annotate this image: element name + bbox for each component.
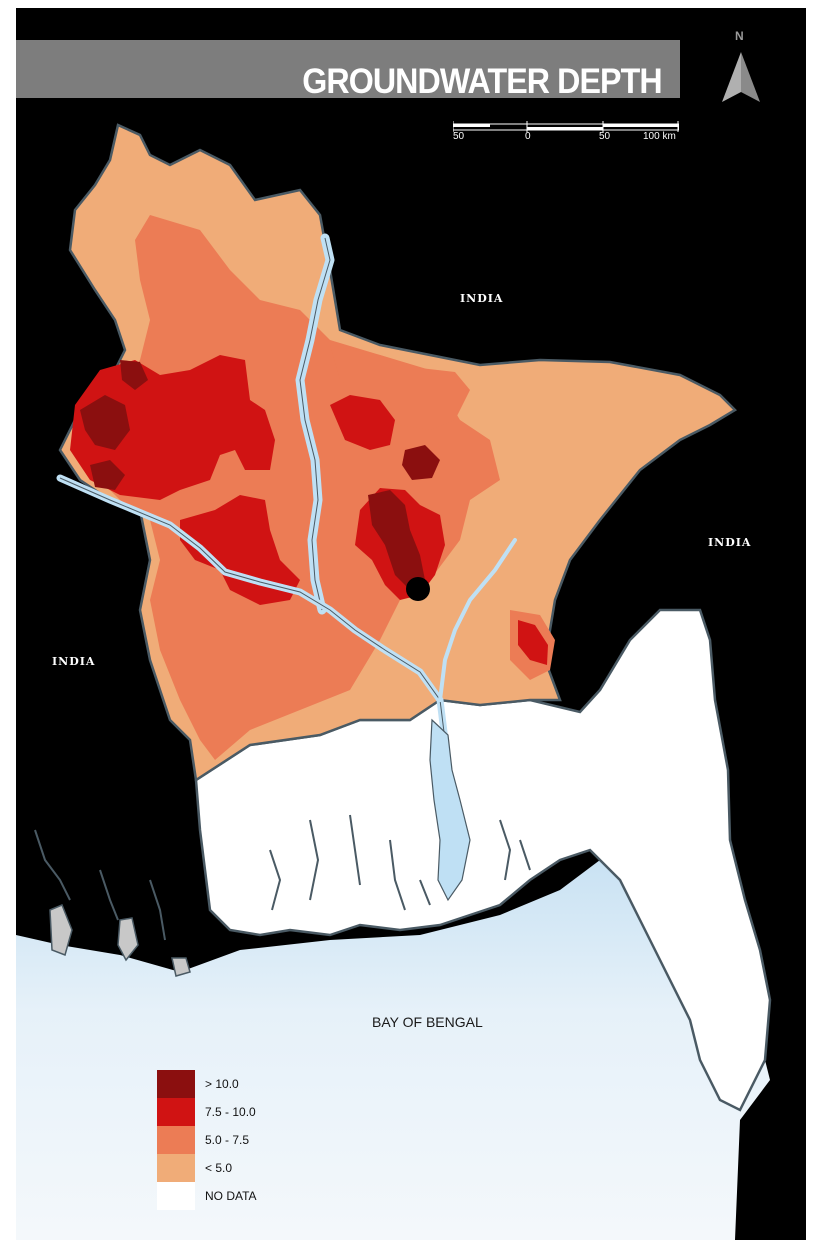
label-india-east: INDIA (708, 536, 752, 549)
west-coast-islands (49, 904, 191, 977)
region-depth-over-10-west-3 (90, 460, 125, 490)
coastal-creeks (269, 814, 531, 911)
scale-bar: 50 0 50 100 km (452, 120, 680, 150)
region-no-data (194, 608, 772, 1112)
legend-swatch (157, 1098, 195, 1126)
legend-label: < 5.0 (205, 1161, 233, 1175)
river-jamuna-outline (299, 237, 331, 611)
region-depth-7.5-to-10-north (330, 395, 395, 450)
region-depth-5-to-7.5 (80, 215, 500, 760)
label-india-west: INDIA (52, 655, 96, 668)
region-depth-over-10-west-2 (120, 360, 148, 390)
legend-label: 5.0 - 7.5 (205, 1133, 250, 1147)
legend-item: 5.0 - 7.5 (157, 1126, 257, 1154)
region-depth-over-10-dhaka (368, 490, 425, 590)
legend-item: < 5.0 (157, 1154, 257, 1182)
legend-label: > 10.0 (205, 1077, 239, 1091)
title-band: GROUNDWATER DEPTH (16, 40, 680, 101)
region-depth-7.5-to-10-west (70, 355, 275, 500)
region-depth-over-10-north (402, 445, 440, 480)
region-depth-7.5-to-10-center (180, 495, 300, 605)
legend: > 10.0 7.5 - 10.0 5.0 - 7.5 < 5.0 NO DAT… (157, 1070, 257, 1210)
scale-tick-label: 100 km (643, 131, 676, 142)
city-marker-dhaka (406, 577, 430, 601)
map-title: GROUNDWATER DEPTH (302, 62, 663, 101)
west-coast-creeks (34, 829, 166, 941)
scale-tick-label: 50 (453, 131, 465, 142)
legend-item: > 10.0 (157, 1070, 257, 1098)
legend-swatch (157, 1126, 195, 1154)
label-bay-of-bengal: BAY OF BENGAL (372, 1014, 483, 1030)
legend-item: 7.5 - 10.0 (157, 1098, 257, 1126)
north-label: N (735, 29, 744, 43)
north-arrow-icon (722, 52, 760, 102)
scale-tick-label: 50 (599, 131, 611, 142)
legend-swatch (157, 1182, 195, 1210)
legend-swatch (157, 1070, 195, 1098)
river-meghna (438, 538, 517, 702)
river-estuary (429, 718, 471, 902)
legend-swatch (157, 1154, 195, 1182)
legend-label: NO DATA (205, 1189, 257, 1203)
label-india-north: INDIA (460, 292, 504, 305)
bay-of-bengal (16, 860, 770, 1240)
legend-item: NO DATA (157, 1182, 257, 1210)
region-depth-5-to-7.5-east (330, 345, 470, 430)
legend-label: 7.5 - 10.0 (205, 1105, 256, 1119)
region-depth-over-10-west (80, 395, 130, 450)
scale-tick-label: 0 (525, 131, 531, 142)
region-depth-7.5-to-10-east (518, 620, 548, 665)
